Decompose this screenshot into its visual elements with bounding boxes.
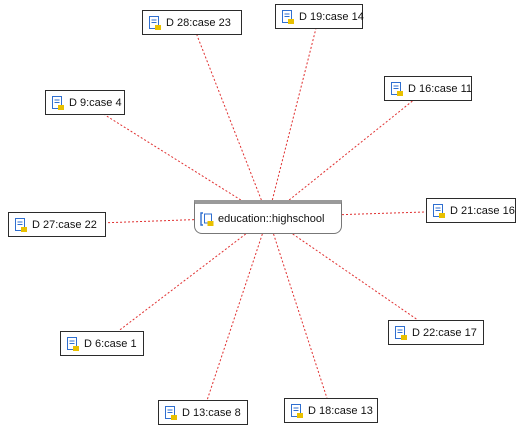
document-node-label: D 27:case 22 [32,218,97,231]
code-node-label: education::highschool [218,212,325,225]
document-icon [391,81,403,96]
edge-line [273,233,328,399]
document-node-label: D 13:case 8 [182,406,241,419]
document-icon [395,325,407,340]
document-node-label: D 9:case 4 [69,96,122,109]
edge-line [341,211,427,216]
document-node-d19[interactable]: D 19:case 14 [275,4,364,29]
edge-line [196,34,262,201]
document-node-d22[interactable]: D 22:case 17 [388,320,484,345]
document-icon [15,217,27,232]
document-node-d28[interactable]: D 28:case 23 [142,10,242,35]
document-node-label: D 22:case 17 [412,326,477,339]
edge-line [104,114,242,201]
document-node-d21[interactable]: D 21:case 16 [426,198,516,223]
edge-line [206,233,263,401]
document-node-label: D 6:case 1 [84,337,137,350]
document-node-d9[interactable]: D 9:case 4 [45,90,125,115]
document-icon [282,9,294,24]
edge-line [292,233,419,321]
document-icon [433,203,445,218]
document-node-label: D 18:case 13 [308,404,373,417]
document-icon [291,403,303,418]
document-node-label: D 28:case 23 [166,16,231,29]
document-icon [67,336,79,351]
document-icon [149,15,161,30]
code-icon [200,211,214,226]
edge-line [271,28,317,201]
edge-line [288,100,413,201]
edge-line [118,233,246,332]
document-node-label: D 21:case 16 [450,204,515,217]
code-node-education-highschool[interactable]: education::highschool [194,200,342,234]
edge-line [105,219,195,224]
document-node-d18[interactable]: D 18:case 13 [284,398,378,423]
document-node-label: D 16:case 11 [408,82,473,95]
document-icon [52,95,64,110]
document-node-d13[interactable]: D 13:case 8 [158,400,248,425]
document-node-d27[interactable]: D 27:case 22 [8,212,106,237]
document-icon [165,405,177,420]
document-node-label: D 19:case 14 [299,10,364,23]
document-node-d16[interactable]: D 16:case 11 [384,76,472,101]
document-node-d6[interactable]: D 6:case 1 [60,331,144,356]
